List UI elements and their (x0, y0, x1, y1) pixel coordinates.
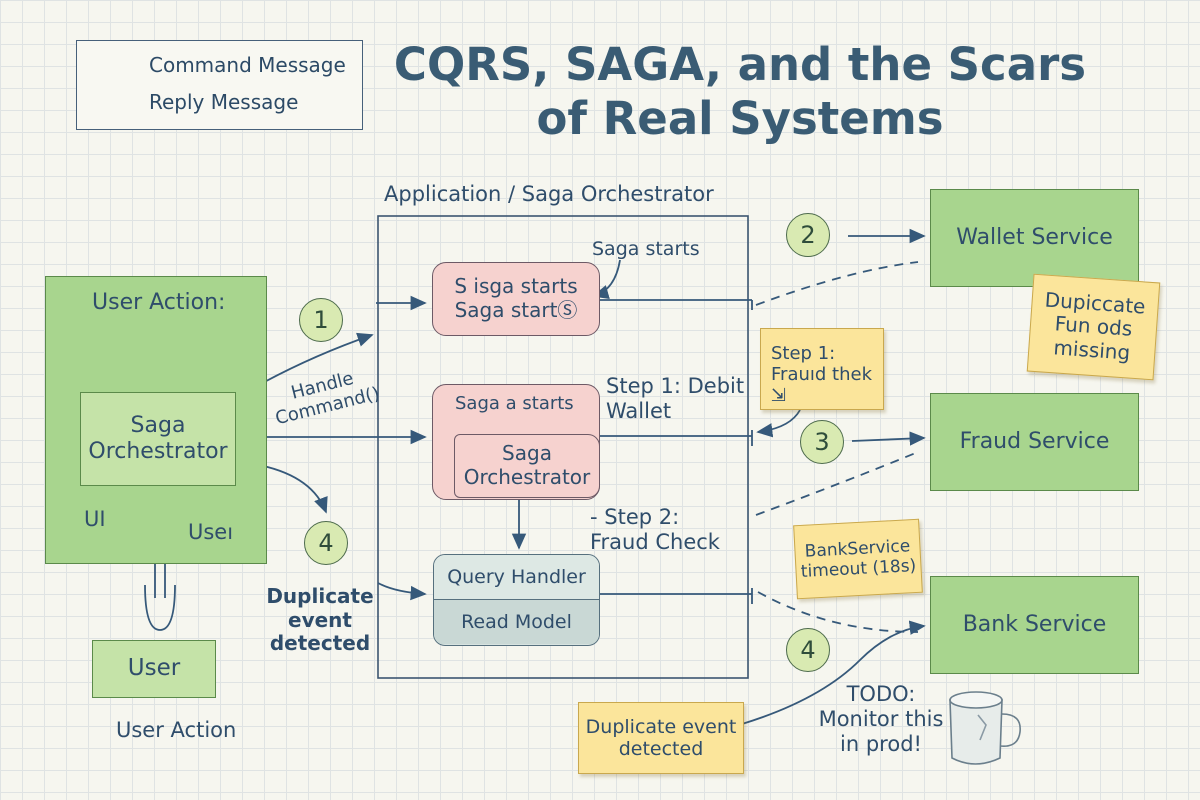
step-number-4-left: 4 (304, 521, 348, 565)
step-number-2: 2 (786, 213, 830, 257)
fraud-check-note: Step 1: Frauıd thek ⇲ (760, 328, 884, 410)
legend-reply-label: Reply Message (149, 90, 299, 114)
fraud-service-box: Fraud Service (930, 393, 1139, 491)
legend-command-label: Command Message (149, 53, 346, 77)
step-number-1: 1 (299, 298, 343, 342)
funds-missing-note: Dupiccate Fun ods missing (1026, 273, 1161, 381)
legend-command-row: Command Message (95, 53, 346, 77)
read-model-label: Read Model (434, 600, 599, 644)
query-handler-label: Query Handler (434, 555, 599, 600)
step1-label: Step 1: Debit Wallet (606, 374, 745, 423)
page-title: CQRS, SAGA, and the Scars of Real System… (393, 38, 1087, 145)
query-handler-box: Query Handler Read Model (433, 554, 600, 646)
saga-step-pill-top: Saga a starts (455, 393, 574, 414)
user-action-caption: User Action (116, 718, 237, 742)
legend: Command Message Reply Message (76, 40, 363, 130)
step2-label: - Step 2: Fraud Check (590, 505, 720, 554)
saga-starts-note: Saga starts (592, 238, 700, 260)
todo-note: TODO: Monitor this in prod! (818, 682, 944, 756)
duplicate-event-label: Duplicate event detected (266, 584, 374, 656)
user-box: User (92, 640, 216, 698)
wallet-service-box: Wallet Service (930, 189, 1139, 287)
bank-service-box: Bank Service (930, 576, 1139, 674)
saga-orchestrator-inner: Saga Orchestrator (454, 434, 600, 498)
legend-reply-row: Reply Message (95, 90, 298, 114)
ui-left-label: UI (84, 507, 106, 531)
bank-timeout-note: BankService timeout (18s) (793, 518, 923, 600)
saga-start-pill: S isga starts Saga startⓈ (432, 262, 600, 336)
ui-panel-heading: User Action: (92, 290, 226, 315)
step-number-4-right: 4 (786, 628, 830, 672)
orchestrator-frame-title: Application / Saga Orchestrator (384, 182, 714, 206)
duplicate-event-note: Duplicate event detected (578, 702, 744, 774)
ui-right-label: Useı (188, 520, 234, 544)
coffee-mug-icon (949, 691, 1021, 765)
step-number-3: 3 (800, 420, 844, 464)
ui-saga-orchestrator-box: Saga Orchestrator (80, 392, 236, 486)
